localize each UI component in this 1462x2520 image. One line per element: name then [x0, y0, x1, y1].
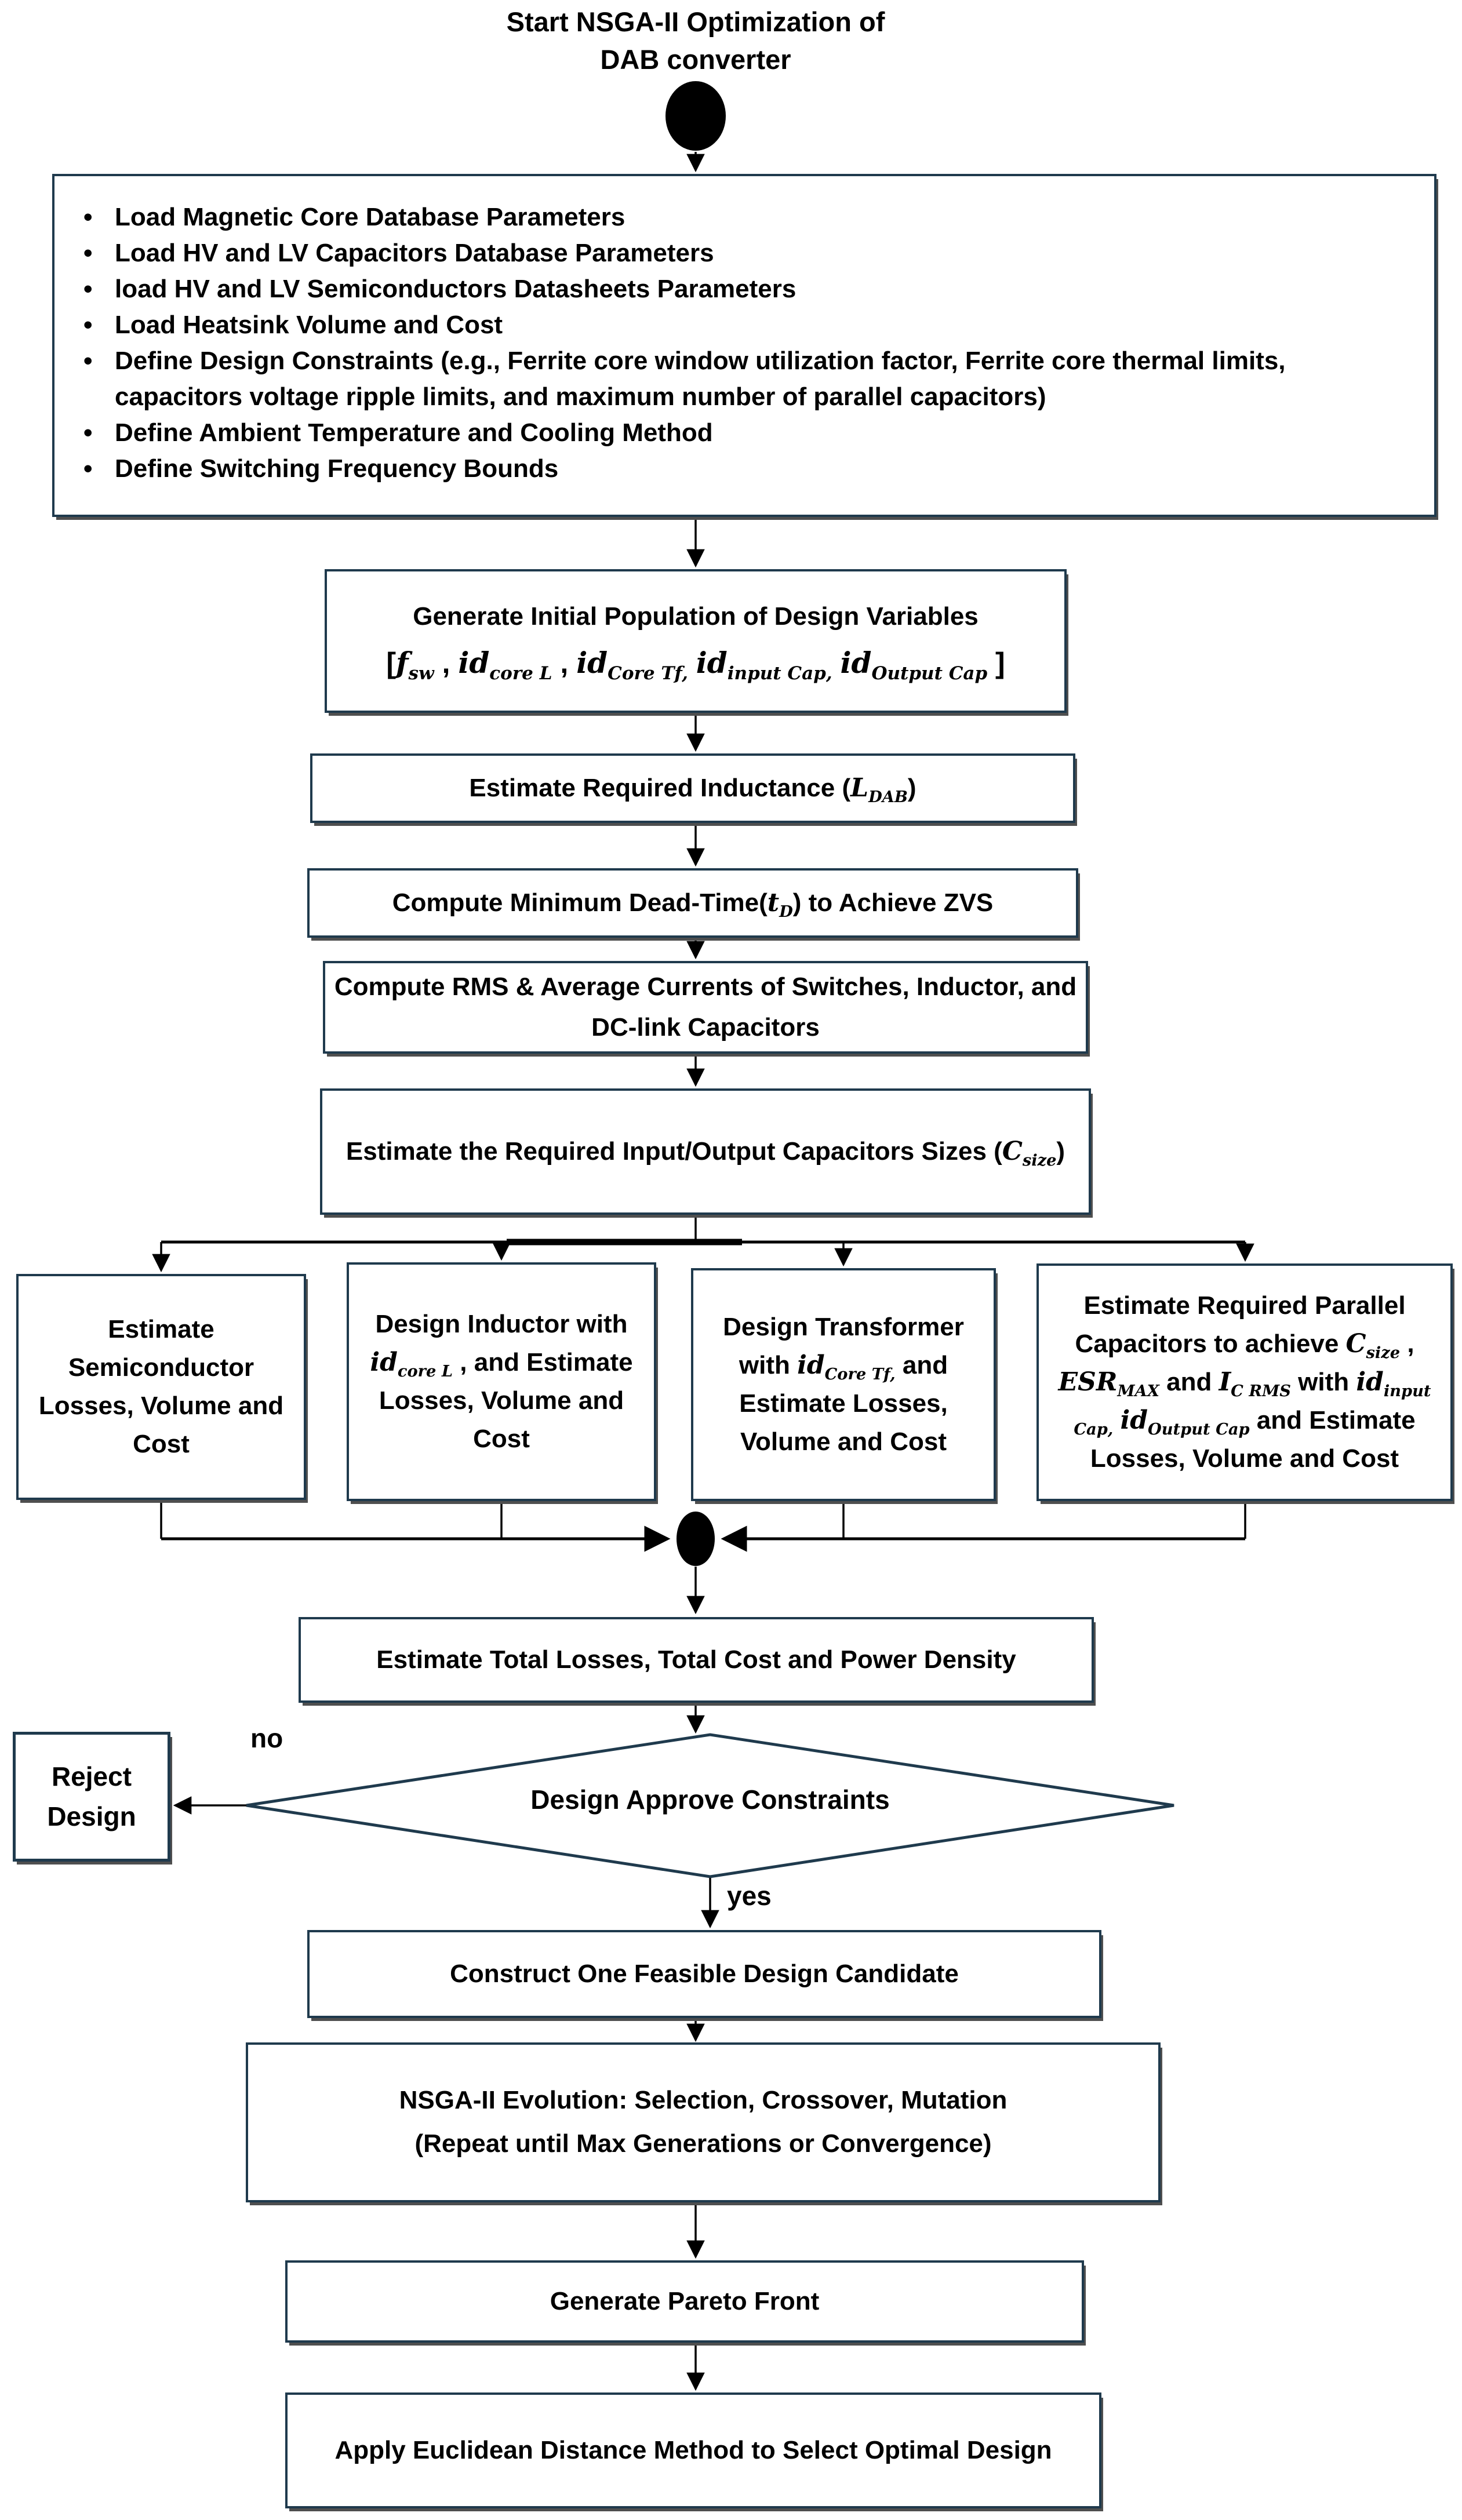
start-title-line2: DAB converter: [600, 43, 791, 75]
box-branch-design-inductor: Design Inductor with idcore L , and Esti…: [347, 1262, 656, 1501]
nsga-line1: NSGA-II Evolution: Selection, Crossover,…: [399, 2086, 1008, 2115]
bullet-item: Define Ambient Temperature and Cooling M…: [78, 415, 1399, 451]
box-compute-deadtime: Compute Minimum Dead-Time(tD) to Achieve…: [307, 868, 1078, 938]
box-text: Estimate Semiconductor Losses, Volume an…: [38, 1315, 284, 1458]
reject-line1: Reject: [51, 1761, 132, 1791]
box-generate-pareto-front: Generate Pareto Front: [285, 2260, 1084, 2343]
bullet-item: Load HV and LV Capacitors Database Param…: [78, 235, 1399, 271]
bullet-item: Load Magnetic Core Database Parameters: [78, 199, 1399, 235]
box-text: Estimate Required Inductance (LDAB): [469, 773, 917, 806]
box-generate-initial-population: Generate Initial Population of Design Va…: [325, 569, 1067, 713]
box-text: Estimate Required Parallel Capacitors to…: [1058, 1291, 1431, 1473]
bullet-item: Load Heatsink Volume and Cost: [78, 307, 1399, 343]
start-title-line1: Start NSGA-II Optimization of: [506, 6, 885, 37]
box-branch-design-transformer: Design Transformer with idCore Tf, and E…: [691, 1268, 996, 1501]
box-text: Estimate Total Losses, Total Cost and Po…: [376, 1645, 1016, 1674]
box-reject-design: Reject Design: [13, 1732, 170, 1862]
box-load-parameters: Load Magnetic Core Database ParametersLo…: [52, 174, 1436, 517]
bullet-item: Define Design Constraints (e.g., Ferrite…: [78, 343, 1399, 415]
start-title: Start NSGA-II Optimization of DAB conver…: [290, 3, 1101, 79]
decision-design-approve-label: Design Approve Constraints: [530, 1785, 890, 1815]
box-text: Design Transformer with idCore Tf, and E…: [723, 1313, 964, 1456]
box-branch-semiconductor-losses: Estimate Semiconductor Losses, Volume an…: [16, 1274, 306, 1500]
edge-label-no: no: [250, 1723, 283, 1753]
flow-arrows: [152, 152, 1254, 2391]
box-estimate-totals: Estimate Total Losses, Total Cost and Po…: [299, 1617, 1094, 1703]
box-text: Compute RMS & Average Currents of Switch…: [334, 972, 1077, 1041]
load-parameters-bullet-list: Load Magnetic Core Database ParametersLo…: [78, 199, 1399, 487]
reject-line2: Design: [47, 1801, 136, 1831]
box-branch-parallel-capacitors: Estimate Required Parallel Capacitors to…: [1037, 1263, 1453, 1501]
box-text: Estimate the Required Input/Output Capac…: [346, 1136, 1065, 1170]
box-text: Design Inductor with idcore L , and Esti…: [370, 1310, 633, 1453]
box-text: Compute Minimum Dead-Time(tD) to Achieve…: [392, 888, 994, 921]
box-estimate-capacitor-sizes: Estimate the Required Input/Output Capac…: [320, 1088, 1091, 1215]
nsga-line2: (Repeat until Max Generations or Converg…: [414, 2129, 992, 2158]
design-variables-math: [fsw , idcore L , idCore Tf, idinput Cap…: [386, 645, 1005, 684]
box-euclidean-selection: Apply Euclidean Distance Method to Selec…: [285, 2392, 1101, 2508]
box-nsga-evolution: NSGA-II Evolution: Selection, Crossover,…: [246, 2042, 1161, 2202]
merge-node-dot: [677, 1512, 715, 1566]
box-estimate-inductance: Estimate Required Inductance (LDAB): [310, 753, 1075, 823]
box-text: Construct One Feasible Design Candidate: [450, 1960, 959, 1989]
box-compute-rms-currents: Compute RMS & Average Currents of Switch…: [323, 961, 1088, 1054]
start-node-dot: [665, 81, 726, 151]
bullet-item: load HV and LV Semiconductors Datasheets…: [78, 271, 1399, 307]
decision-diamond-shape: [246, 1733, 1174, 1878]
bullet-item: Define Switching Frequency Bounds: [78, 451, 1399, 487]
box-text: Generate Initial Population of Design Va…: [413, 602, 979, 631]
edge-label-yes: yes: [727, 1881, 772, 1911]
box-construct-candidate: Construct One Feasible Design Candidate: [307, 1930, 1101, 2018]
box-text: Generate Pareto Front: [550, 2287, 820, 2316]
box-text: Apply Euclidean Distance Method to Selec…: [334, 2435, 1052, 2464]
